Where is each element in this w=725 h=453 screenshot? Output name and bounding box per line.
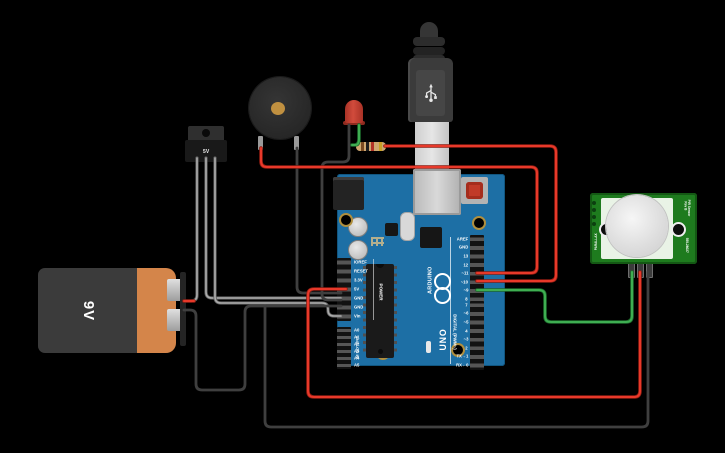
pin-label-row: A3: [354, 349, 360, 354]
wire-regulator-out-to-vin[interactable]: [213, 156, 343, 318]
pin-label-row: ~11: [461, 271, 468, 276]
capacitor: [348, 240, 368, 260]
pin-label-row: TX→1: [456, 354, 468, 360]
pin-label-row: ~6: [463, 311, 468, 317]
pin-label-row: RESET: [354, 269, 369, 274]
usb-strain-relief: [413, 47, 445, 55]
wire-regulator-in[interactable]: [183, 156, 199, 303]
pir-component-dot: [592, 201, 596, 205]
header-digital-top-pins[interactable]: [470, 235, 484, 304]
pir-brand-text: PARALLAX: [594, 233, 598, 251]
pin-label-row: ~3: [463, 337, 468, 342]
voltage-regulator-hole: [202, 129, 210, 137]
led-flange: [343, 121, 365, 125]
pin-label-row: AREF: [456, 236, 468, 242]
usb-plug-panel: [416, 70, 445, 116]
resistor-band-black: [366, 142, 369, 151]
battery-connector-plate: [180, 272, 186, 346]
icsp-pads: [371, 237, 384, 246]
battery-label: 9V: [80, 300, 97, 322]
barrel-jack: [333, 177, 364, 210]
pin-label-row: 5V: [354, 287, 360, 292]
pin-label-row: ~9: [463, 288, 468, 294]
battery-9v[interactable]: [38, 268, 138, 353]
battery-terminal-positive[interactable]: [167, 279, 182, 301]
pin-label-row: GND: [354, 305, 364, 310]
power-pin-labels: IOREF RESET 3.3V 5V GND GND Vin: [354, 258, 394, 321]
pin-label-row: 7: [465, 302, 468, 308]
buzzer-center-dot: [271, 102, 285, 115]
pin-label-row: ~10: [460, 279, 468, 285]
pin-label-row: A2: [354, 342, 360, 347]
pin-label-row: A5: [354, 363, 360, 368]
pir-pin-out[interactable]: [628, 262, 635, 278]
buzzer-leg-negative[interactable]: [294, 136, 299, 150]
pir-mounting-hole: [671, 222, 686, 237]
resistor-band-gold: [379, 142, 382, 151]
header-power-pins[interactable]: [337, 258, 351, 321]
pin-label-row: 3.3V: [354, 278, 363, 283]
battery-terminal-negative[interactable]: [167, 309, 182, 331]
pir-title-text: PIR Sensor Rev B: [683, 199, 691, 217]
pir-component-dot: [592, 215, 596, 219]
usb-plug-metal: [415, 118, 449, 172]
wire-battery-negative-to-gnd[interactable]: [182, 304, 343, 392]
mounting-hole: [339, 213, 353, 227]
pir-component-dot: [592, 222, 596, 226]
pir-component-dot: [592, 208, 596, 212]
pin-label-row: IOREF: [354, 260, 367, 265]
pin-label-row: A0: [354, 328, 360, 333]
voltage-regulator-label: 5V: [202, 148, 210, 154]
buzzer-leg-positive[interactable]: [258, 136, 263, 150]
header-analog-pins[interactable]: [337, 327, 351, 369]
usb-port: [413, 169, 461, 215]
wire-buzzer-negative-to-gnd[interactable]: [295, 146, 343, 295]
pin-label-row: Vin: [354, 314, 361, 319]
wire-regulator-gnd[interactable]: [204, 156, 343, 300]
crystal-oscillator: [400, 212, 415, 241]
pin-label-row: A4: [354, 356, 360, 361]
atmega-pins-right: [394, 266, 397, 356]
red-led[interactable]: [345, 100, 363, 123]
resistor-band-brown: [361, 142, 364, 151]
pin-label-row: 12: [463, 262, 468, 268]
ic-chip-small: [385, 223, 398, 236]
pir-fresnel-dome: [606, 195, 668, 257]
resistor-band-red: [371, 142, 374, 151]
pin-label-row: ~5: [463, 320, 468, 325]
pir-part-number: 555-28027: [685, 237, 689, 253]
pin-label-row: 2: [465, 345, 468, 351]
pin-label-row: 13: [463, 254, 468, 259]
mounting-hole: [472, 216, 486, 230]
pin-label-row: A1: [354, 335, 360, 340]
usb-trident-icon: [424, 83, 437, 102]
pin-label-row: RX←0: [455, 363, 468, 368]
pir-pin-gnd[interactable]: [646, 262, 653, 278]
header-digital-bottom-pins[interactable]: [470, 301, 484, 370]
usb-strain-relief: [413, 37, 445, 46]
pin-label-row: GND: [458, 245, 468, 251]
pir-pin-vcc[interactable]: [637, 262, 644, 278]
voltage-regulator[interactable]: 5V: [185, 140, 227, 162]
reset-button[interactable]: [466, 182, 483, 199]
pin-label-row: 4: [465, 328, 468, 334]
pin-label-row: GND: [354, 296, 364, 301]
